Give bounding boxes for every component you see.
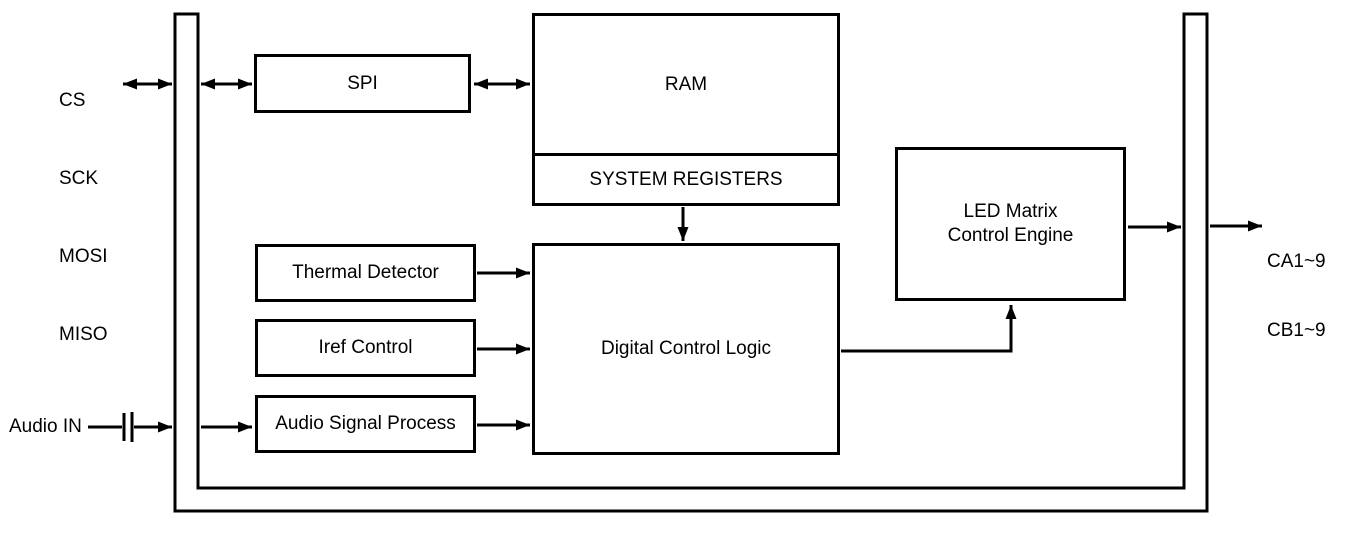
audio-in-label: Audio IN (9, 416, 82, 437)
block-iref-control: Iref Control (255, 319, 476, 377)
pin-label-sck: SCK (59, 168, 99, 189)
block-ram-sysreg: RAM SYSTEM REGISTERS (532, 13, 840, 206)
block-ram: RAM (535, 16, 837, 156)
pin-label-ca: CA1~9 (1267, 251, 1326, 272)
block-audio-signal-process: Audio Signal Process (255, 395, 476, 453)
chip-boundary (173, 12, 1209, 513)
block-system-registers: SYSTEM REGISTERS (535, 156, 837, 203)
led-matrix-line1: LED Matrix (963, 201, 1058, 222)
block-system-registers-label: SYSTEM REGISTERS (589, 168, 783, 190)
block-spi-label: SPI (347, 72, 378, 94)
block-audio-signal-process-label: Audio Signal Process (275, 413, 456, 434)
block-digital-control-logic: Digital Control Logic (532, 243, 840, 455)
arrow-dcl-led (841, 305, 1017, 353)
pin-label-cs: CS (59, 90, 86, 111)
output-pin-labels: CA1~9 CB1~9 (1267, 204, 1326, 388)
block-thermal-detector-label: Thermal Detector (292, 262, 439, 283)
block-ram-label: RAM (664, 73, 708, 95)
block-thermal-detector: Thermal Detector (255, 244, 476, 302)
block-digital-control-logic-label: Digital Control Logic (600, 338, 772, 359)
block-iref-control-label: Iref Control (318, 337, 413, 358)
diagram-arrows (88, 78, 1262, 442)
pin-label-miso: MISO (59, 324, 108, 345)
block-led-matrix-label: LED Matrix Control Engine (948, 200, 1074, 248)
spi-pin-labels: CS SCK MOSI MISO (59, 36, 108, 400)
block-led-matrix-control-engine: LED Matrix Control Engine (895, 147, 1126, 301)
led-matrix-line2: Control Engine (947, 225, 1074, 246)
pin-label-mosi: MOSI (59, 246, 108, 267)
pin-label-cb: CB1~9 (1267, 320, 1326, 341)
capacitor-icon (122, 412, 134, 442)
block-spi: SPI (254, 54, 471, 113)
